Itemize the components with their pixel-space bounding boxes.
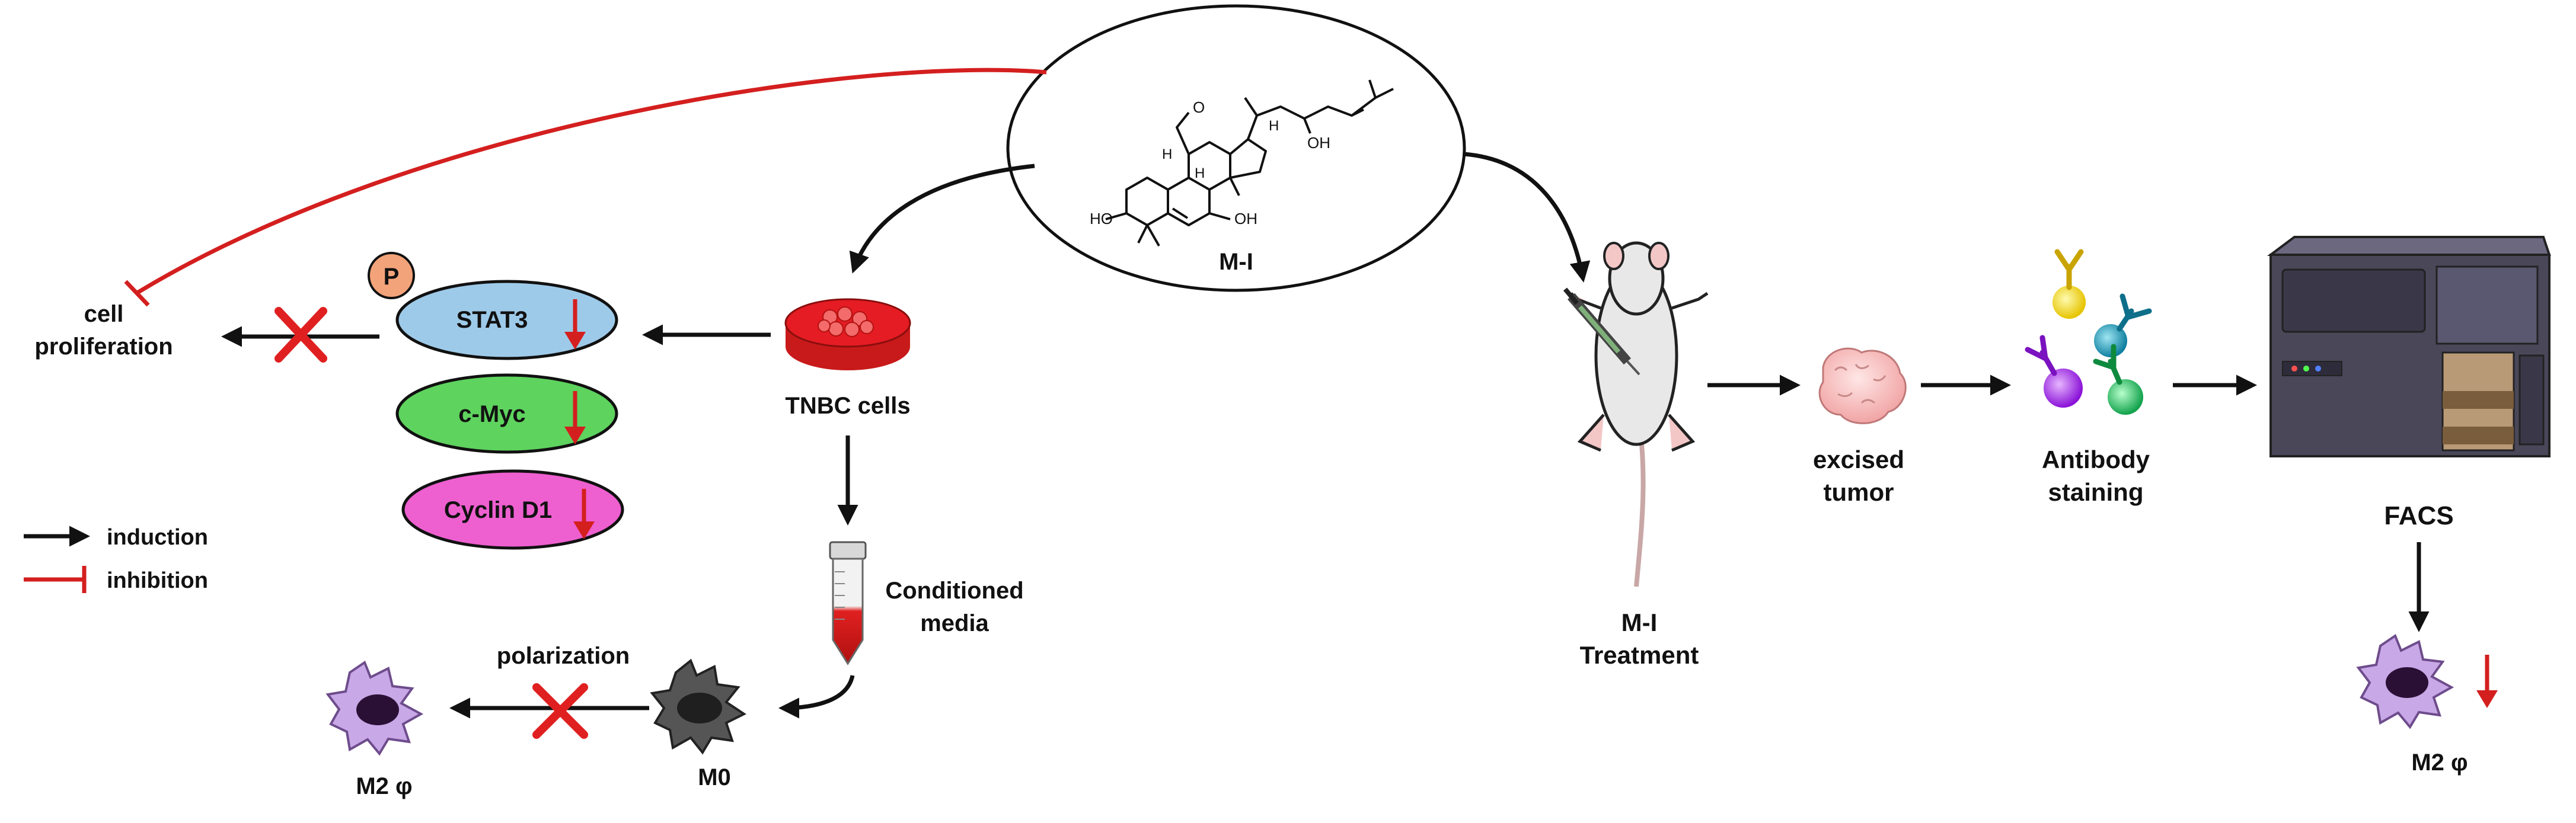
tumor-label-1: excised <box>1813 446 1904 473</box>
tumor-label-2: tumor <box>1824 478 1894 506</box>
m2-decrease-arrow <box>2476 655 2498 708</box>
block-cross-proliferation <box>274 307 327 363</box>
atom-h3: H <box>1269 118 1279 134</box>
protein-cyclin-d1: Cyclin D1 <box>401 469 624 550</box>
atom-h1: H <box>1162 146 1172 162</box>
conditioned-media-tube <box>829 541 867 665</box>
legend: induction inhibition <box>24 525 208 593</box>
m2-label-right: M2 φ <box>2411 750 2468 776</box>
treatment-label-1: M-I <box>1621 609 1658 636</box>
conditioned-label-2: media <box>920 610 989 636</box>
protein-stat3: STAT3 <box>395 280 618 360</box>
arrow-to-m0 <box>778 675 855 719</box>
phospho-badge: P <box>368 252 415 299</box>
inhibition-bar <box>124 280 150 307</box>
svg-text:STAT3: STAT3 <box>457 307 528 333</box>
tumor-illustration <box>1818 347 1907 424</box>
mouse-illustration <box>1570 241 1709 587</box>
svg-text:P: P <box>384 264 400 290</box>
legend-inhibition-label: inhibition <box>107 568 208 593</box>
tnbc-dish <box>784 298 911 370</box>
conditioned-label-1: Conditioned <box>885 578 1023 604</box>
svg-text:c-Myc: c-Myc <box>458 401 525 427</box>
antibody-label-2: staining <box>2048 478 2143 506</box>
atom-h2: H <box>1195 165 1205 181</box>
atom-ho: HO <box>1090 210 1113 228</box>
atom-oh-top: OH <box>1307 134 1330 152</box>
proliferation-label-2: proliferation <box>34 334 173 360</box>
block-cross-polarization <box>532 683 588 739</box>
arrow-to-mouse <box>1464 152 1591 283</box>
atom-o: O <box>1193 98 1205 116</box>
legend-induction-label: induction <box>107 525 208 550</box>
treatment-label-2: Treatment <box>1580 641 1699 669</box>
facs-label: FACS <box>2384 501 2453 530</box>
arrow-to-cells <box>849 164 1035 274</box>
tnbc-label: TNBC cells <box>785 393 910 419</box>
compound-structure: HO OH OH O H H H M-I <box>1006 4 1466 292</box>
facs-machine <box>2267 236 2551 457</box>
protein-cmyc: c-Myc <box>395 373 618 454</box>
polarization-label: polarization <box>497 643 630 669</box>
proliferation-label-1: cell <box>84 301 124 327</box>
antibody-illustration <box>2025 249 2152 415</box>
atom-oh-right: OH <box>1234 210 1257 228</box>
syringe-illustration <box>1563 287 1640 376</box>
m2-macrophage-left <box>325 660 424 756</box>
antibody-label-1: Antibody <box>2042 446 2150 473</box>
m0-macrophage <box>650 658 746 755</box>
m2-macrophage-right <box>2356 633 2454 729</box>
compound-label: M-I <box>1219 249 1253 275</box>
svg-text:Cyclin D1: Cyclin D1 <box>444 497 552 523</box>
m0-label: M0 <box>698 764 731 790</box>
inhibition-curve <box>135 68 1047 295</box>
m2-label-left: M2 φ <box>356 773 412 799</box>
